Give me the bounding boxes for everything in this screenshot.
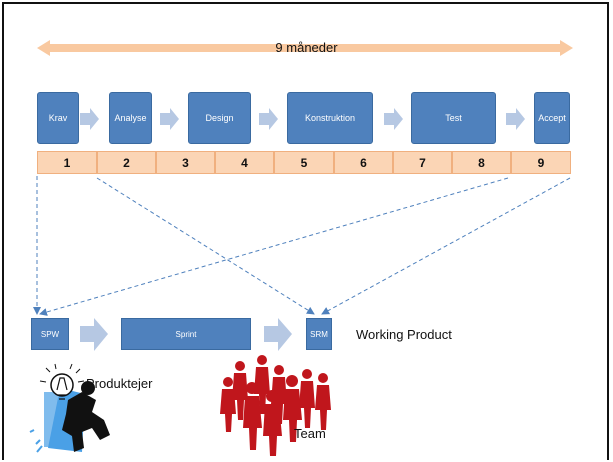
month-cell: 7 <box>393 151 452 174</box>
dashed-line-test-spw <box>39 177 509 316</box>
month-cell: 4 <box>215 151 274 174</box>
phase-arrow-5 <box>506 108 525 130</box>
phase-konstruktion: Konstruktion <box>287 92 373 144</box>
team-label: Team <box>294 426 326 441</box>
month-cell: 6 <box>334 151 393 174</box>
phase-test: Test <box>411 92 496 144</box>
phase-accept: Accept <box>534 92 570 144</box>
month-cell: 5 <box>274 151 334 174</box>
phase-arrow-1 <box>80 108 99 130</box>
month-cell: 3 <box>156 151 215 174</box>
spw-box: SPW <box>31 318 69 350</box>
product-owner-illustration <box>29 363 110 453</box>
scrum-arrow-2 <box>264 318 292 351</box>
working-product-label: Working Product <box>356 327 452 342</box>
phase-arrow-4 <box>384 108 403 130</box>
team-illustration <box>220 355 331 456</box>
month-cell: 8 <box>452 151 511 174</box>
phase-analyse: Analyse <box>109 92 152 144</box>
month-cell: 1 <box>37 151 97 174</box>
timeline-label: 9 måneder <box>275 40 338 55</box>
month-cell: 2 <box>97 151 156 174</box>
dashed-line-analyse-srm <box>96 177 315 315</box>
timeline-double-arrow <box>37 40 573 56</box>
dashed-line-accept-srm <box>321 177 571 315</box>
srm-box: SRM <box>306 318 332 350</box>
month-cell: 9 <box>511 151 571 174</box>
phase-arrow-2 <box>160 108 179 130</box>
scrum-arrow-1 <box>80 318 108 351</box>
phase-design: Design <box>188 92 251 144</box>
phase-krav: Krav <box>37 92 79 144</box>
product-owner-label: Produktejer <box>86 376 153 391</box>
sprint-box: Sprint <box>121 318 251 350</box>
phase-arrow-3 <box>259 108 278 130</box>
